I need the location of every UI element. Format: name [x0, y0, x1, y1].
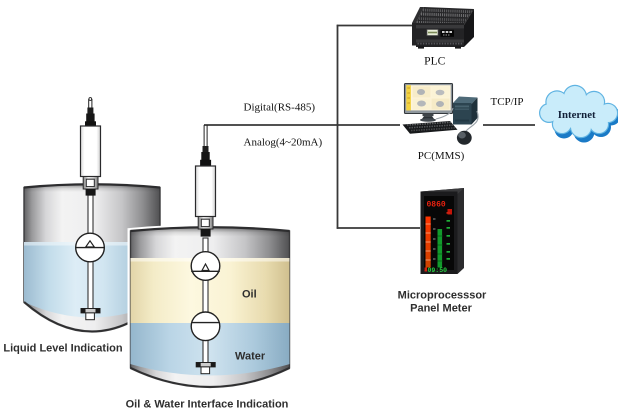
svg-text:Microprocesssor: Microprocesssor	[398, 290, 487, 302]
svg-text:Oil: Oil	[242, 289, 257, 301]
svg-text:Internet: Internet	[558, 109, 596, 121]
svg-text:Digital(RS-485): Digital(RS-485)	[244, 102, 316, 114]
svg-text:Panel Meter: Panel Meter	[410, 303, 472, 315]
svg-text:Oil & Water Interface Indicati: Oil & Water Interface Indication	[126, 399, 289, 411]
svg-text:Analog(4~20mA): Analog(4~20mA)	[244, 137, 323, 149]
svg-text:Water: Water	[235, 351, 266, 363]
svg-text:PLC: PLC	[424, 55, 446, 68]
svg-text:TCP/IP: TCP/IP	[491, 96, 524, 108]
svg-text:09:50: 09:50	[428, 267, 448, 274]
svg-text:0860: 0860	[427, 201, 446, 210]
svg-text:Liquid Level Indication: Liquid Level Indication	[3, 343, 122, 355]
svg-text:PC(MMS): PC(MMS)	[418, 150, 465, 162]
